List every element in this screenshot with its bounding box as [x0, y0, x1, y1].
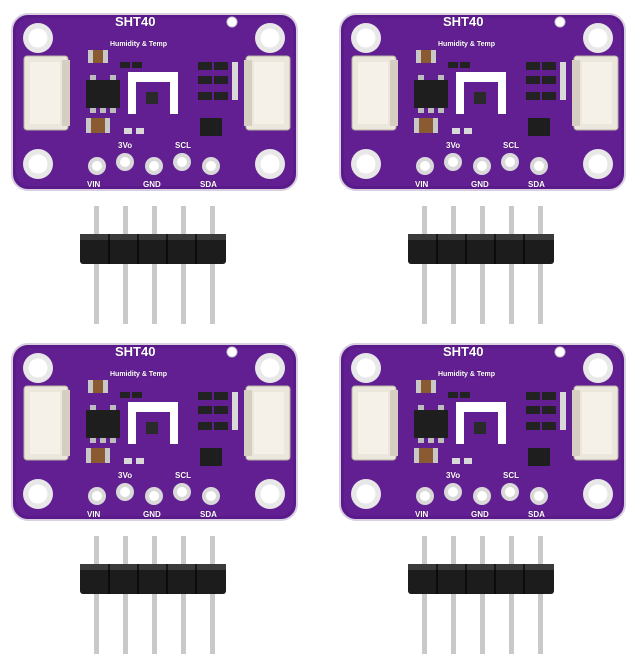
- pin-label-scl: SCL: [175, 471, 191, 480]
- sensor-module-top-left: SHT40 Humidity & Temp 3Vo SCL VIN GND SD…: [0, 0, 310, 330]
- pin-label-3vo: 3Vo: [118, 141, 133, 150]
- board-title: SHT40: [443, 344, 484, 359]
- pcb-board-image: [11, 13, 298, 325]
- pin-label-sda: SDA: [528, 180, 545, 189]
- pin-label-3vo: 3Vo: [446, 141, 461, 150]
- pcb-board-image: [339, 343, 626, 655]
- pin-label-gnd: GND: [143, 180, 161, 189]
- board-subtitle: Humidity & Temp: [438, 41, 496, 48]
- pin-label-scl: SCL: [503, 471, 519, 480]
- board-title: SHT40: [115, 14, 156, 29]
- pin-label-sda: SDA: [200, 510, 217, 519]
- pin-label-vin: VIN: [415, 510, 429, 519]
- pin-label-gnd: GND: [471, 180, 489, 189]
- pcb-board-image: [11, 343, 298, 655]
- pin-label-3vo: 3Vo: [446, 471, 461, 480]
- board-title: SHT40: [443, 14, 484, 29]
- pin-label-gnd: GND: [143, 510, 161, 519]
- board-subtitle: Humidity & Temp: [110, 41, 168, 48]
- board-title: SHT40: [115, 344, 156, 359]
- pin-label-sda: SDA: [200, 180, 217, 189]
- pin-label-3vo: 3Vo: [118, 471, 133, 480]
- board-subtitle: Humidity & Temp: [110, 371, 168, 378]
- pin-label-sda: SDA: [528, 510, 545, 519]
- pin-label-vin: VIN: [87, 180, 101, 189]
- pin-label-scl: SCL: [175, 141, 191, 150]
- sensor-module-bottom-right: SHT40 Humidity & Temp 3Vo SCL VIN GND SD…: [328, 330, 638, 660]
- board-subtitle: Humidity & Temp: [438, 371, 496, 378]
- pin-label-vin: VIN: [415, 180, 429, 189]
- pin-label-gnd: GND: [471, 510, 489, 519]
- sensor-module-bottom-left: SHT40 Humidity & Temp 3Vo SCL VIN GND SD…: [0, 330, 310, 660]
- pin-label-vin: VIN: [87, 510, 101, 519]
- pcb-board-image: [339, 13, 626, 325]
- sensor-module-top-right: SHT40 Humidity & Temp 3Vo SCL VIN GND SD…: [328, 0, 638, 330]
- pin-label-scl: SCL: [503, 141, 519, 150]
